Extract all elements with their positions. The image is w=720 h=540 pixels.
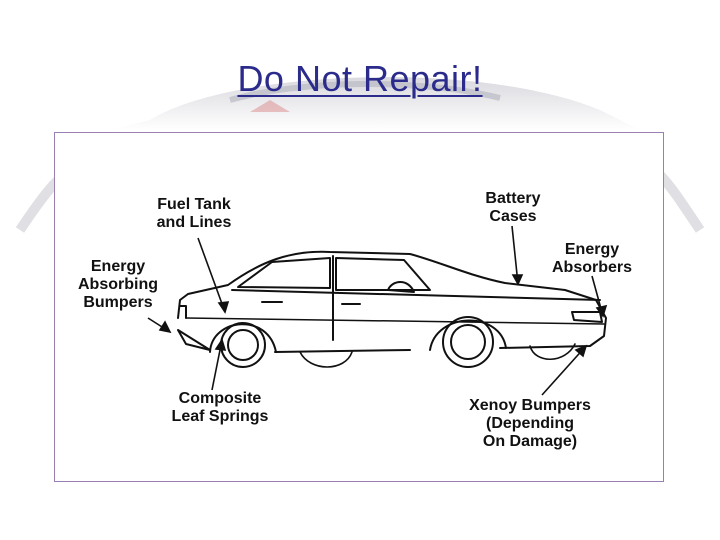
callout-energy-absorbing-bumpers: Energy Absorbing Bumpers bbox=[78, 258, 158, 311]
callout-leaf-springs: Composite Leaf Springs bbox=[171, 390, 269, 425]
callout-xenoy-bumpers: Xenoy Bumpers (Depending On Damage) bbox=[469, 397, 591, 450]
callout-energy-absorbers: Energy Absorbers bbox=[551, 241, 633, 276]
slide-title: Do Not Repair! bbox=[237, 58, 483, 99]
callout-fuel-tank: Fuel Tank and Lines bbox=[156, 196, 232, 231]
callout-battery-cases: Battery Cases bbox=[485, 190, 541, 225]
